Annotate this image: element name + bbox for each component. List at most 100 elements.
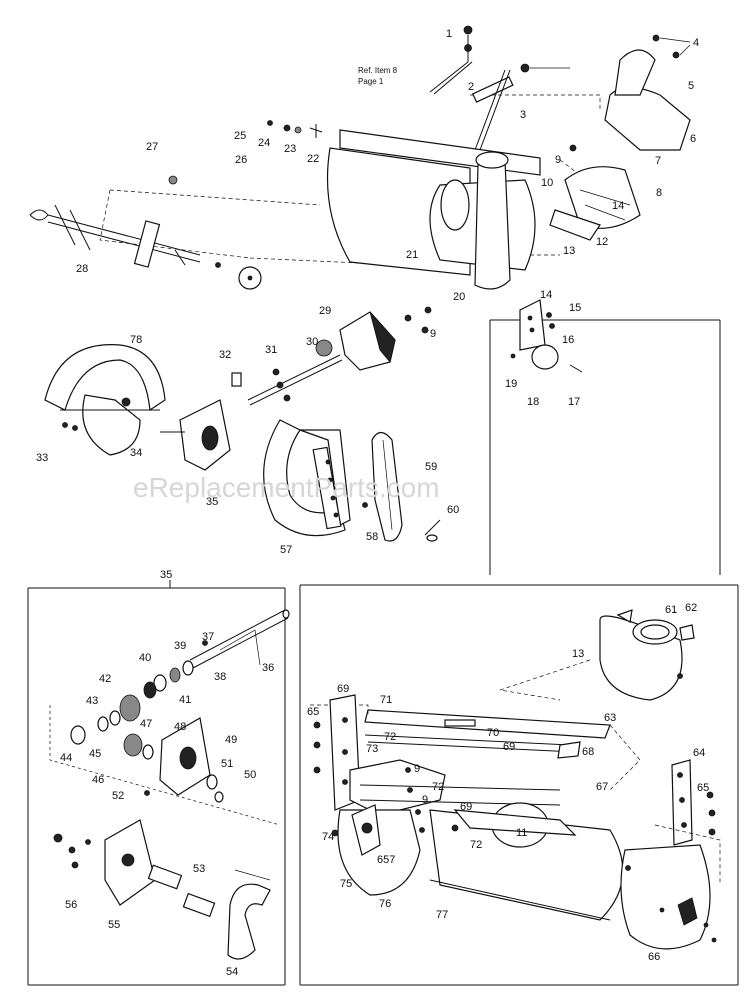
part-label-76: 76 xyxy=(379,898,391,910)
part-label-72c: 72 xyxy=(470,839,482,851)
part-label-70: 70 xyxy=(487,727,499,739)
gearbox-exploded-35 xyxy=(49,609,290,960)
part-label-75: 75 xyxy=(340,878,352,890)
part-label-74: 74 xyxy=(322,831,334,843)
part-label-46: 46 xyxy=(92,774,104,786)
part-label-24: 24 xyxy=(258,137,270,149)
chute-deflector xyxy=(549,49,691,241)
part-label-64: 64 xyxy=(693,747,705,759)
part-label-51: 51 xyxy=(221,758,233,770)
part-label-53: 53 xyxy=(193,863,205,875)
part-label-13b: 13 xyxy=(572,648,584,660)
part-label-8: 8 xyxy=(656,187,662,199)
part-label-69: 69 xyxy=(337,683,349,695)
part-label-1: 1 xyxy=(446,28,452,40)
part-label-14: 14 xyxy=(612,200,624,212)
part-label-5: 5 xyxy=(688,80,694,92)
part-label-41: 41 xyxy=(179,694,191,706)
part-label-47: 47 xyxy=(140,718,152,730)
part-label-3: 3 xyxy=(520,109,526,121)
part-label-9: 9 xyxy=(555,154,561,166)
drive-rod-assembly xyxy=(429,25,691,151)
part-label-77: 77 xyxy=(436,909,448,921)
part-label-71: 71 xyxy=(380,694,392,706)
part-label-10: 10 xyxy=(541,177,553,189)
part-label-22: 22 xyxy=(307,153,319,165)
hardware-22-25 xyxy=(267,120,323,138)
part-label-14b: 14 xyxy=(540,289,552,301)
part-label-66: 66 xyxy=(648,951,660,963)
part-label-43: 43 xyxy=(86,695,98,707)
part-label-58: 58 xyxy=(366,531,378,543)
part-label-33: 33 xyxy=(36,452,48,464)
part-label-15: 15 xyxy=(569,302,581,314)
gear-case-35 xyxy=(160,399,231,471)
part-label-59: 59 xyxy=(425,461,437,473)
part-label-72: 72 xyxy=(384,731,396,743)
part-label-49: 49 xyxy=(225,734,237,746)
part-label-61: 61 xyxy=(665,604,677,616)
part-label-9c: 9 xyxy=(414,763,420,775)
left-housing-78 xyxy=(44,344,166,456)
housing-exploded-lower-right xyxy=(310,609,721,950)
part-label-65: 65 xyxy=(697,782,709,794)
part-label-57: 57 xyxy=(280,544,292,556)
part-label-55: 55 xyxy=(108,919,120,931)
belt-59 xyxy=(371,431,441,542)
part-label-40: 40 xyxy=(139,652,151,664)
part-number-callouts: 1 2 3 4 5 6 7 8 9 10 12 13 14 14 15 16 1… xyxy=(36,28,709,978)
nuts-9 xyxy=(404,144,577,334)
section-frames xyxy=(27,319,739,986)
part-label-657: 657 xyxy=(377,854,395,866)
part-label-2: 2 xyxy=(468,81,474,93)
part-label-35: 35 xyxy=(206,496,218,508)
part-label-62: 62 xyxy=(685,602,697,614)
part-label-7: 7 xyxy=(655,155,661,167)
part-label-45: 45 xyxy=(89,748,101,760)
part-label-29: 29 xyxy=(319,305,331,317)
part-label-25: 25 xyxy=(234,130,246,142)
part-label-17: 17 xyxy=(568,396,580,408)
auger-housing xyxy=(326,129,541,290)
part-label-27: 27 xyxy=(146,141,158,153)
part-label-78: 78 xyxy=(130,334,142,346)
part-label-13: 13 xyxy=(563,245,575,257)
gearbox-29-30 xyxy=(247,311,396,406)
part-label-52: 52 xyxy=(112,790,124,802)
part-label-4: 4 xyxy=(693,37,699,49)
part-label-50: 50 xyxy=(244,769,256,781)
part-label-63: 63 xyxy=(604,712,616,724)
hardware-31-32 xyxy=(231,368,291,402)
part-label-16: 16 xyxy=(562,334,574,346)
chute-crank-group xyxy=(510,299,583,373)
part-label-44: 44 xyxy=(60,752,72,764)
part-label-31: 31 xyxy=(265,344,277,356)
part-label-72b: 72 xyxy=(432,781,444,793)
part-label-19: 19 xyxy=(505,378,517,390)
part-label-65b: 65 xyxy=(307,706,319,718)
reference-note: Ref. Item 8 Page 1 xyxy=(358,66,398,86)
part-label-39: 39 xyxy=(174,640,186,652)
part-label-30: 30 xyxy=(306,336,318,348)
auger-shaft xyxy=(29,175,262,290)
reference-note-line1: Ref. Item 8 xyxy=(358,66,398,75)
part-label-18: 18 xyxy=(527,396,539,408)
part-label-42: 42 xyxy=(99,673,111,685)
reference-note-line2: Page 1 xyxy=(358,77,384,86)
part-label-9d: 9 xyxy=(422,794,428,806)
impeller-housing-57 xyxy=(263,419,368,537)
part-label-12: 12 xyxy=(596,236,608,248)
part-label-26: 26 xyxy=(235,154,247,166)
part-label-9b: 9 xyxy=(430,328,436,340)
part-label-67: 67 xyxy=(596,781,608,793)
section-label-35: 35 xyxy=(160,569,172,581)
part-label-73: 73 xyxy=(366,743,378,755)
part-label-32: 32 xyxy=(219,349,231,361)
part-label-11: 11 xyxy=(516,827,527,839)
part-label-20: 20 xyxy=(453,291,465,303)
part-label-36: 36 xyxy=(262,662,274,674)
part-label-37: 37 xyxy=(202,631,214,643)
part-label-34: 34 xyxy=(130,447,142,459)
part-label-28: 28 xyxy=(76,263,88,275)
